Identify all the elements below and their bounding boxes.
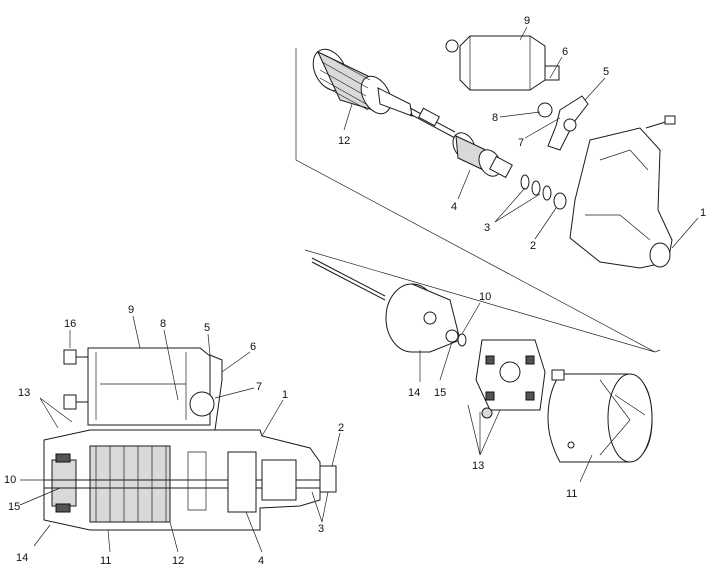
label-e5: 5: [603, 66, 609, 78]
exploded-boundary: [295, 48, 661, 353]
label-s7: 7: [256, 381, 262, 393]
label-e15: 15: [434, 387, 446, 399]
pinion-section: [227, 451, 257, 513]
through-bolt: [311, 257, 386, 301]
exploded-labels: 9 6 5 8 7 12 4 3 2 1 10 14 15 13 11: [338, 15, 706, 500]
label-e6: 6: [562, 46, 568, 58]
label-e1: 1: [700, 207, 706, 219]
plunger-ball: [189, 391, 215, 417]
brush-holder: [475, 339, 546, 419]
label-s5: 5: [204, 322, 210, 334]
lever-parts: [537, 95, 589, 151]
label-s14: 14: [16, 552, 28, 564]
exploded-view: [295, 35, 676, 463]
label-e2: 2: [530, 240, 536, 252]
label-s2: 2: [338, 422, 344, 434]
label-s10: 10: [4, 474, 16, 486]
label-s16: 16: [64, 318, 76, 330]
front-housing: [569, 115, 676, 269]
section-view: [43, 347, 337, 531]
solenoid-section: [87, 347, 211, 426]
pinion-clutch: [452, 132, 513, 179]
label-e7: 7: [518, 137, 524, 149]
label-e3: 3: [484, 222, 490, 234]
label-s4: 4: [258, 555, 264, 567]
label-s1: 1: [282, 389, 288, 401]
section-labels: 16 9 8 5 6 13 7 1 2 10 15 3 14 11 12 4: [4, 304, 344, 567]
leader-lines: [19, 26, 699, 553]
label-e4: 4: [451, 201, 457, 213]
label-e10: 10: [479, 291, 491, 303]
armature-core: [89, 445, 171, 523]
label-e11: 11: [566, 488, 577, 500]
label-e13: 13: [472, 460, 484, 472]
label-e9: 9: [524, 15, 530, 27]
label-s3: 3: [318, 523, 324, 535]
label-s13: 13: [18, 387, 30, 399]
label-e8: 8: [492, 112, 498, 124]
label-s9: 9: [128, 304, 134, 316]
washers: [520, 174, 567, 210]
label-e14: 14: [408, 387, 420, 399]
label-e12: 12: [338, 135, 350, 147]
washer-10: [457, 333, 467, 347]
solenoid-exploded: [445, 35, 560, 91]
label-s8: 8: [160, 318, 166, 330]
label-s6: 6: [250, 341, 256, 353]
bushing: [445, 329, 459, 343]
armature: [312, 48, 456, 139]
label-s15: 15: [8, 501, 20, 513]
label-s11: 11: [100, 555, 111, 567]
label-s12: 12: [172, 555, 184, 567]
field-frame: [547, 369, 653, 463]
rear-cover: [385, 283, 461, 353]
